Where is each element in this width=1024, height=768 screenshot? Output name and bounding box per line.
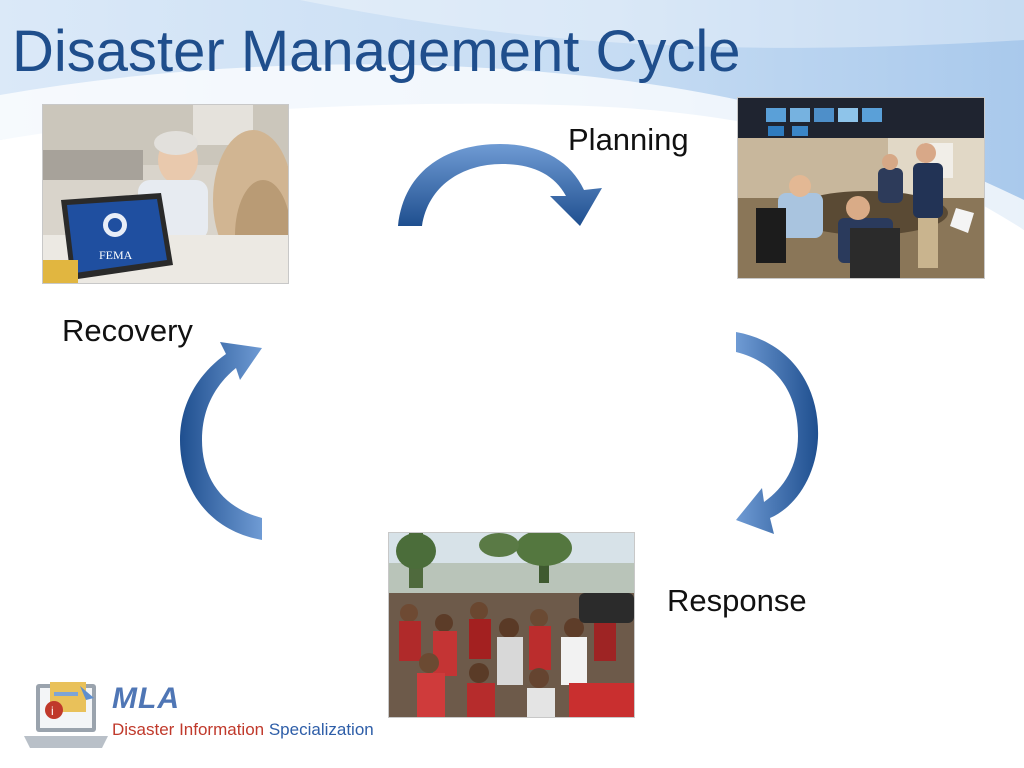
laptop-logo-icon: i xyxy=(24,682,108,748)
recovery-label: Recovery xyxy=(62,313,193,348)
arrow-response-to-recovery-icon xyxy=(180,342,262,540)
logo-org-name: MLA xyxy=(112,682,180,715)
svg-text:i: i xyxy=(51,704,54,718)
laptop-screen-text: FEMA xyxy=(99,248,133,262)
arrow-planning-to-response-icon xyxy=(736,332,819,534)
mla-logo: i MLA Disaster Information Specializatio… xyxy=(24,678,374,758)
response-label: Response xyxy=(667,583,807,618)
recovery-photo: FEMA xyxy=(42,104,289,284)
arrow-recovery-to-planning-icon xyxy=(398,144,602,226)
logo-program-name: Disaster Information Specialization xyxy=(112,720,374,740)
logo-program-part2: Specialization xyxy=(264,720,374,739)
response-photo xyxy=(388,532,635,718)
logo-program-part1: Disaster Information xyxy=(112,720,265,739)
slide-title: Disaster Management Cycle xyxy=(12,19,741,84)
planning-label: Planning xyxy=(568,122,689,157)
planning-photo xyxy=(737,97,985,279)
